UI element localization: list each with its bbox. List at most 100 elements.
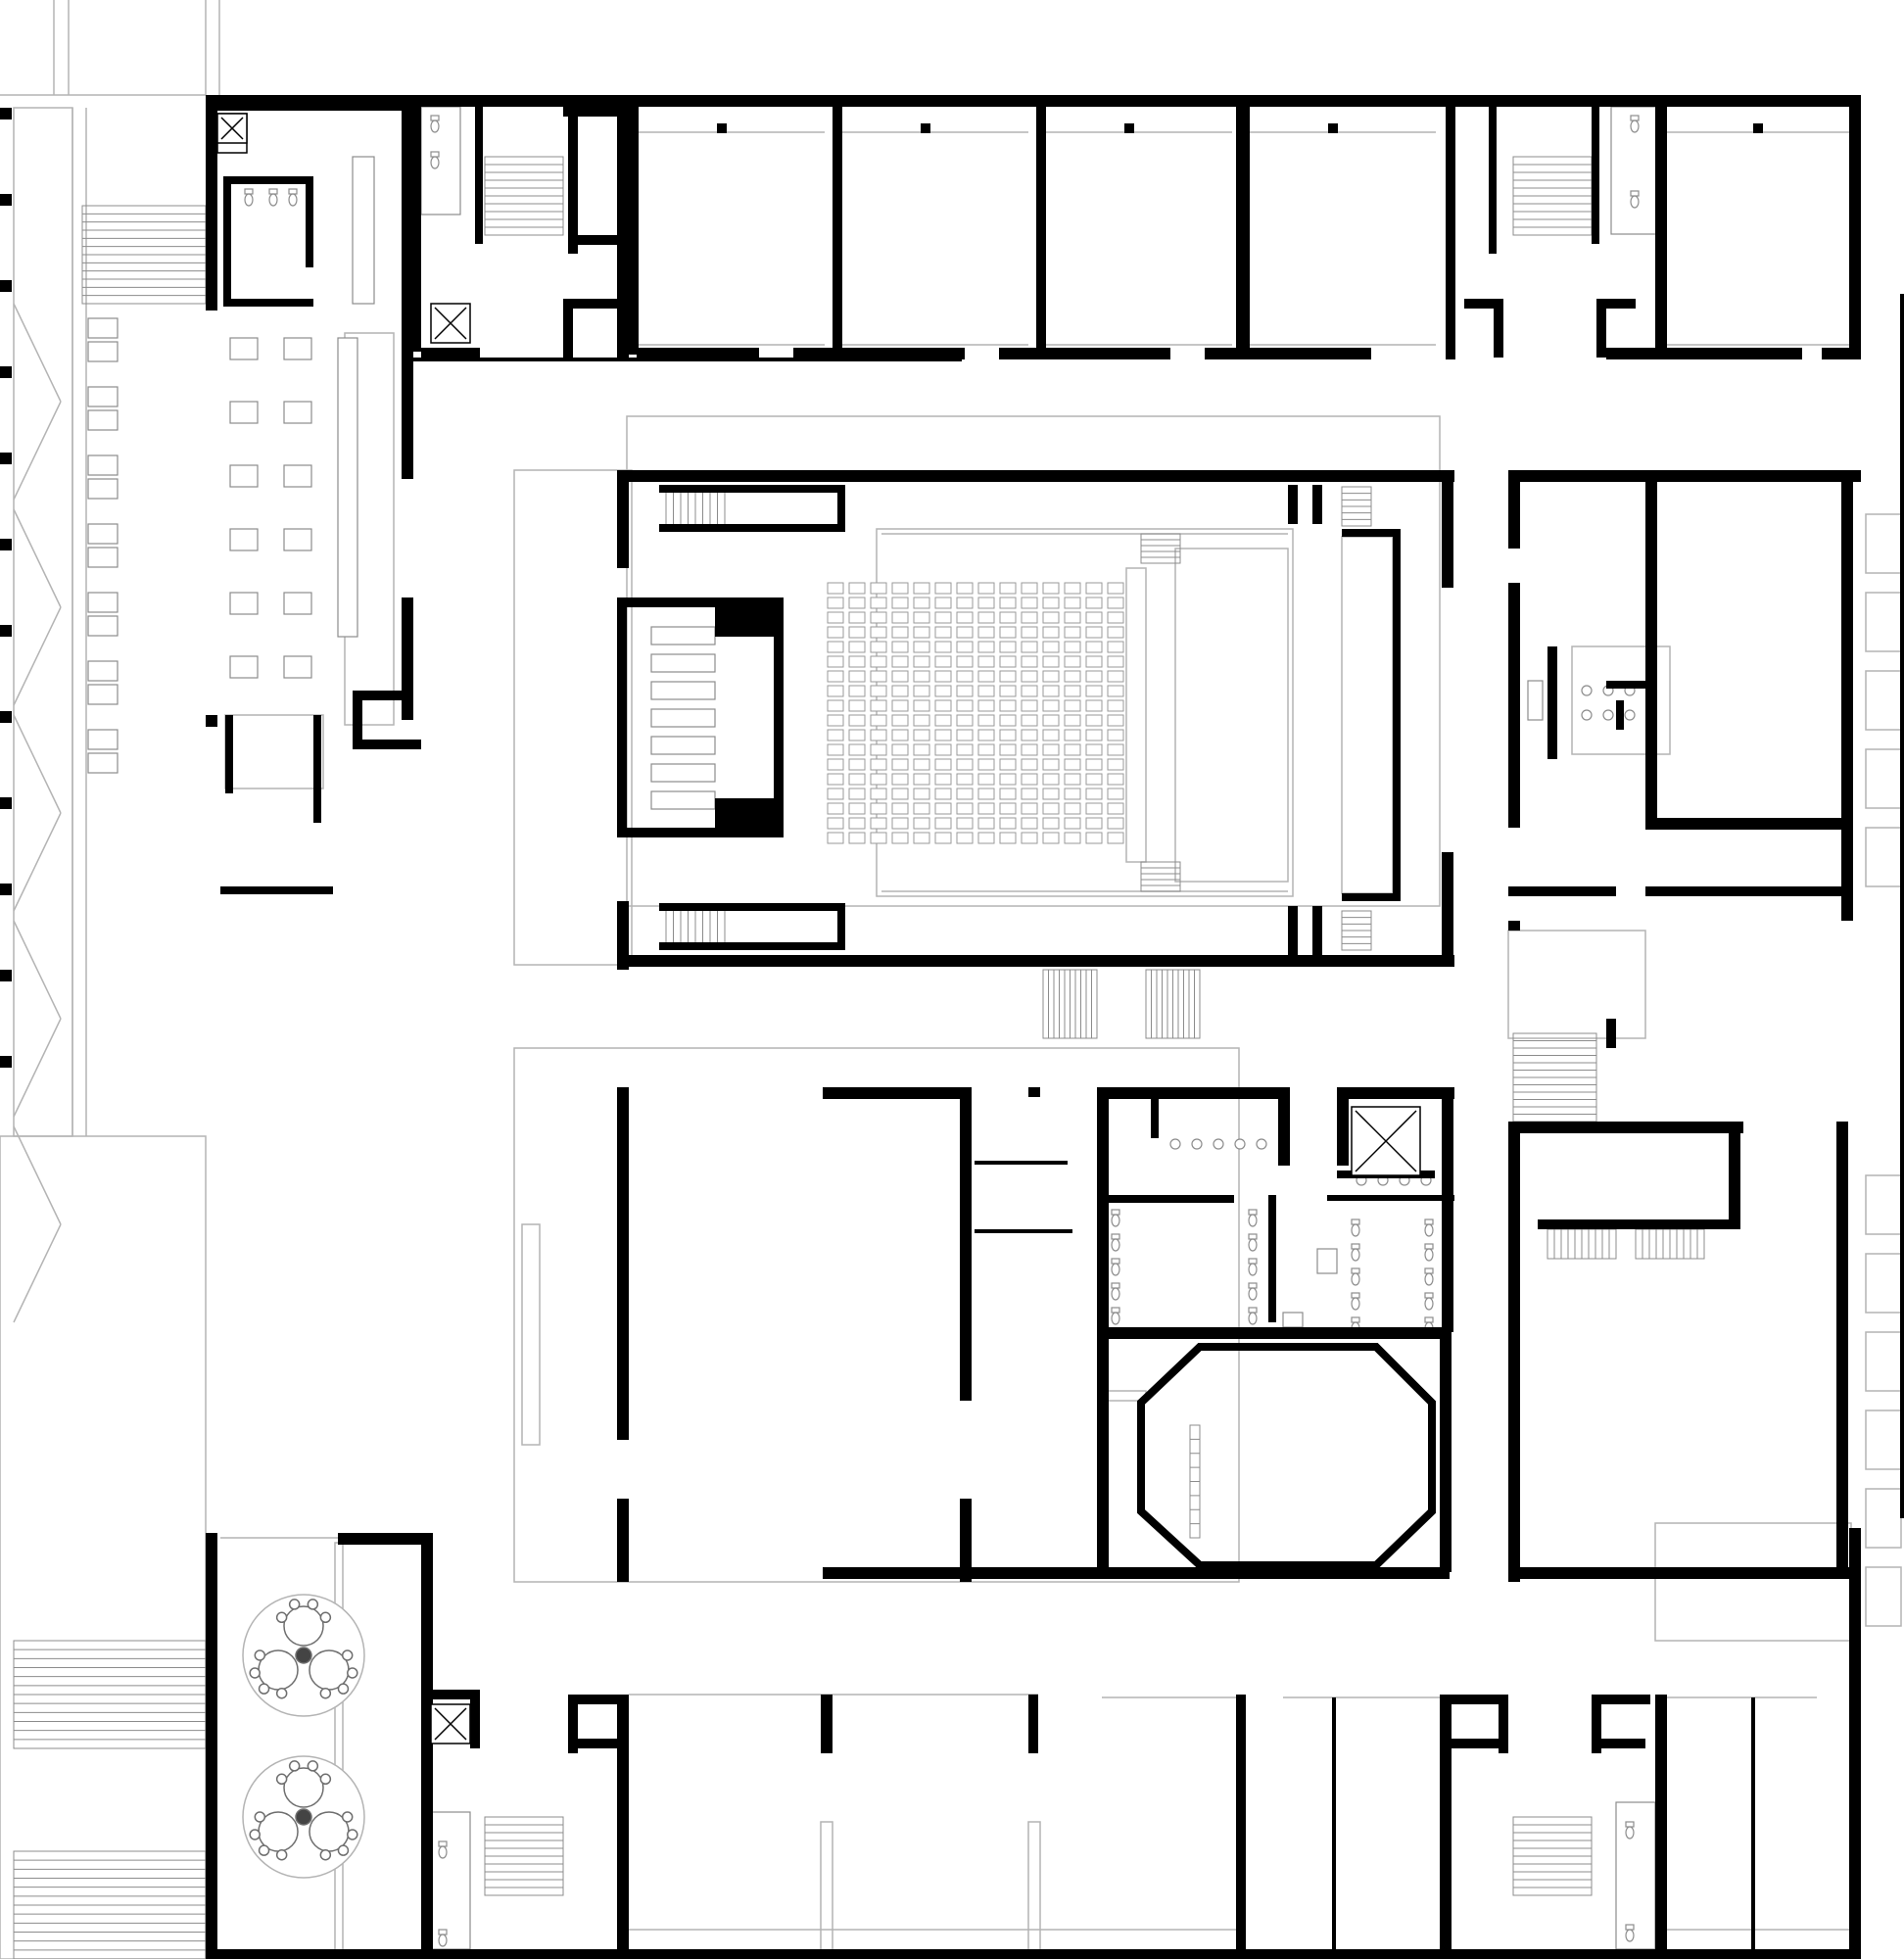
wall (1508, 1567, 1861, 1579)
chair (347, 1829, 358, 1840)
wall (793, 348, 965, 359)
auditorium-seat-icon (870, 641, 887, 653)
stair-icon (1140, 533, 1181, 564)
auditorium-seat-icon (913, 582, 930, 595)
auditorium-seat-icon (934, 729, 952, 741)
auditorium-seat-icon (999, 685, 1017, 697)
auditorium-seat-icon (999, 802, 1017, 815)
elevator-icon (430, 303, 471, 344)
dining-table-icon (87, 386, 119, 407)
auditorium-seat-icon (891, 832, 909, 844)
wall (617, 470, 629, 568)
dining-table-icon (87, 317, 119, 339)
auditorium-seat-icon (1021, 832, 1038, 844)
auditorium-seat-icon (1021, 597, 1038, 609)
stair-icon (665, 489, 726, 530)
wall (617, 107, 629, 361)
stage-riser (650, 653, 716, 673)
wall (1097, 1332, 1109, 1572)
chair (249, 1829, 261, 1840)
wall (217, 107, 413, 111)
toilet-bowl (1424, 1223, 1434, 1237)
auditorium-seat-icon (977, 685, 995, 697)
auditorium-seat-icon (1042, 670, 1060, 683)
wall (629, 95, 639, 355)
wall (220, 886, 333, 894)
toilet-tank (1111, 1258, 1120, 1265)
wall (353, 691, 411, 700)
auditorium-seat-icon (1085, 641, 1103, 653)
auditorium-seat-icon (1085, 626, 1103, 639)
wall (1508, 886, 1616, 896)
stage-riser (650, 626, 716, 645)
auditorium-seat-icon (934, 597, 952, 609)
toilet-bowl (1111, 1263, 1120, 1276)
washbasin-icon (1581, 709, 1593, 721)
auditorium-seat-icon (1021, 641, 1038, 653)
toilet-icon (1248, 1258, 1258, 1276)
auditorium-seat-icon (1021, 817, 1038, 830)
auditorium-seat-icon (1085, 714, 1103, 727)
wall (1097, 1195, 1234, 1203)
auditorium-seat-icon (1107, 743, 1124, 756)
auditorium-seat-icon (1021, 582, 1038, 595)
auditorium-seat-icon (891, 802, 909, 815)
dining-table-icon (283, 337, 312, 360)
toilet-bowl (1248, 1312, 1258, 1325)
wall (999, 348, 1170, 359)
wall (0, 970, 12, 981)
wall (475, 107, 483, 244)
wall (563, 299, 573, 358)
auditorium-seat-icon (1021, 802, 1038, 815)
toilet-tank (244, 188, 254, 195)
auditorium-seat-icon (1107, 685, 1124, 697)
dining-table-icon (283, 655, 312, 679)
round-table-group (242, 1594, 365, 1879)
auditorium-seat-icon (913, 597, 930, 609)
chair (337, 1683, 350, 1695)
auditorium-seat-icon (977, 802, 995, 815)
toilet-icon (1630, 115, 1640, 133)
auditorium-seat-icon (848, 626, 866, 639)
auditorium-seat-icon (891, 773, 909, 786)
stage-edge (1125, 567, 1147, 863)
wall (1442, 852, 1453, 965)
auditorium-seat-icon (956, 626, 974, 639)
auditorium-seat-icon (870, 582, 887, 595)
wall (1393, 529, 1401, 901)
auditorium-seat-icon (1021, 655, 1038, 668)
toilet-bowl (430, 156, 440, 169)
auditorium-seat-icon (999, 832, 1017, 844)
wall (1592, 1695, 1650, 1704)
auditorium-seat-icon (934, 611, 952, 624)
wall (1489, 107, 1497, 254)
wall (1236, 1695, 1246, 1959)
dining-table-icon (87, 547, 119, 568)
toilet-bowl (268, 193, 278, 207)
toilet-tank (1248, 1209, 1258, 1216)
chair (275, 1848, 288, 1861)
elevators-group (216, 113, 1421, 1744)
wall (1508, 470, 1861, 482)
wall (659, 942, 845, 950)
stage-riser (650, 763, 716, 783)
wall (617, 597, 627, 837)
dining-table-icon (87, 615, 119, 637)
auditorium-seat-icon (1042, 714, 1060, 727)
auditorium-seat-icon (1107, 817, 1124, 830)
wall (1342, 893, 1401, 901)
wall (353, 691, 362, 744)
auditorium-seat-icon (913, 626, 930, 639)
dining-table-icon (87, 409, 119, 431)
auditorium-seat-icon (848, 699, 866, 712)
auditorium-seat-icon (827, 802, 844, 815)
auditorium-seat-icon (848, 641, 866, 653)
auditorium-seat-icon (956, 699, 974, 712)
wall (1836, 1122, 1848, 1572)
wall (0, 194, 12, 206)
wall (1494, 299, 1503, 358)
wall (0, 625, 12, 637)
toilet-tank (1424, 1243, 1434, 1250)
auditorium-seat-icon (891, 655, 909, 668)
